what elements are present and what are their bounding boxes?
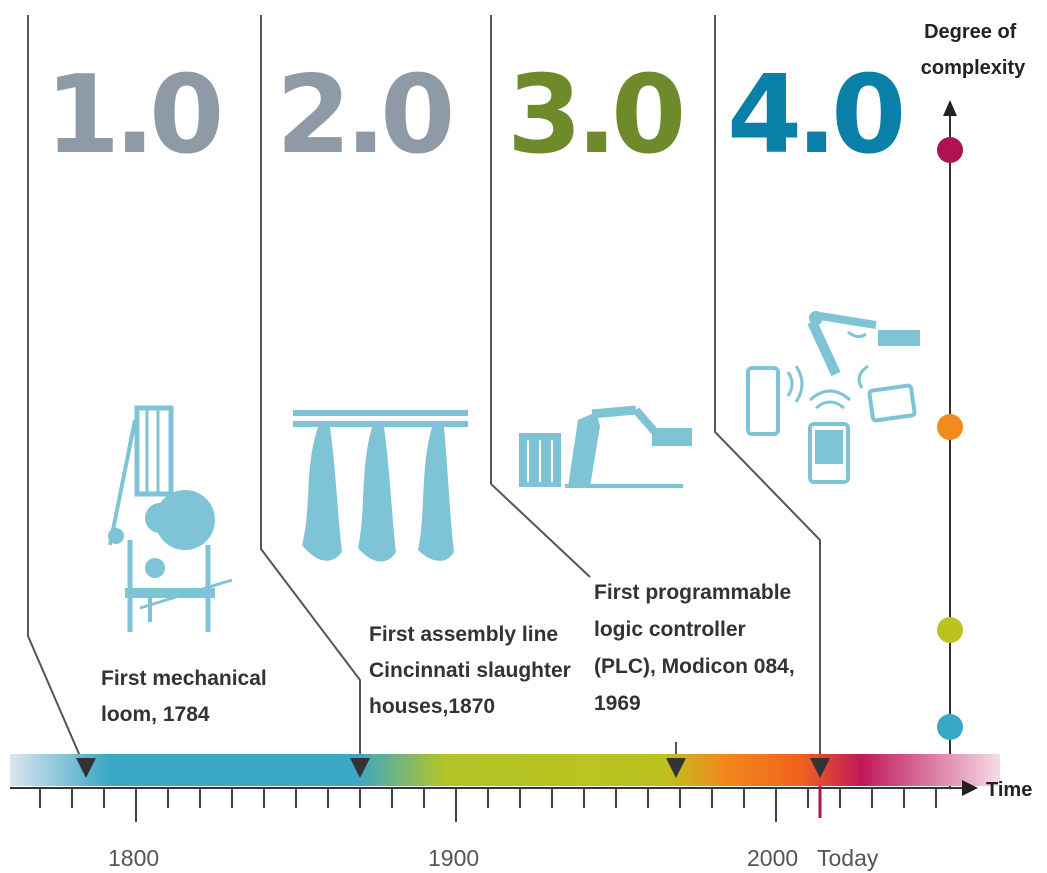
time-axis-ticks	[39, 788, 937, 822]
era-2-caption-line: Cincinnati slaughter	[369, 659, 571, 682]
era-4-leader-line	[714, 15, 821, 770]
complexity-axis-title: Degree of complexity	[921, 21, 1026, 79]
era-2-caption: First assembly line Cincinnati slaughter…	[369, 623, 577, 718]
era-2-marker	[350, 758, 370, 778]
era-2-leader-line	[260, 15, 361, 770]
robot-arm-plc-icon	[519, 405, 692, 488]
assembly-line-icon	[293, 410, 468, 562]
year-label-1800: 1800	[108, 845, 159, 871]
era-1-caption-line: loom, 1784	[101, 703, 210, 726]
era-3-caption-line: First programmable	[594, 581, 791, 604]
era-3-caption-line: logic controller	[594, 618, 746, 641]
era-2-label: 2.0	[276, 53, 450, 178]
complexity-marker-2	[937, 617, 963, 643]
era-1-caption: First mechanical loom, 1784	[101, 667, 273, 726]
era-1-leader-line	[27, 15, 87, 771]
year-label-1900: 1900	[428, 845, 479, 871]
era-2-caption-line: First assembly line	[369, 623, 558, 646]
era-3-caption-line: 1969	[594, 692, 641, 715]
complexity-axis-arrowhead	[943, 100, 957, 116]
era-3-caption-line: (PLC), Modicon 084,	[594, 655, 795, 678]
complexity-marker-4	[937, 137, 963, 163]
era-1-label: 1.0	[45, 53, 219, 178]
connected-devices-icon	[746, 311, 920, 484]
era-1-marker	[76, 758, 96, 778]
complexity-axis-title-line: complexity	[921, 57, 1026, 79]
complexity-axis-title-line: Degree of	[924, 21, 1017, 43]
era-3-caption: First programmable logic controller (PLC…	[594, 581, 801, 715]
timeline-bar	[10, 754, 1000, 786]
complexity-marker-1	[937, 714, 963, 740]
era-2-caption-line: houses,1870	[369, 695, 495, 718]
era-4-marker	[810, 758, 830, 778]
era-1-caption-line: First mechanical	[101, 667, 267, 690]
loom-icon	[108, 405, 233, 632]
era-4-label: 4.0	[727, 53, 901, 178]
complexity-marker-3	[937, 414, 963, 440]
era-3-leader-line	[490, 15, 591, 578]
era-3-label: 3.0	[507, 53, 681, 178]
today-label: Today	[817, 845, 879, 871]
time-axis-title: Time	[986, 779, 1032, 801]
time-axis-arrowhead	[962, 780, 978, 796]
era-3-marker	[666, 758, 686, 778]
year-label-2000: 2000	[747, 845, 798, 871]
